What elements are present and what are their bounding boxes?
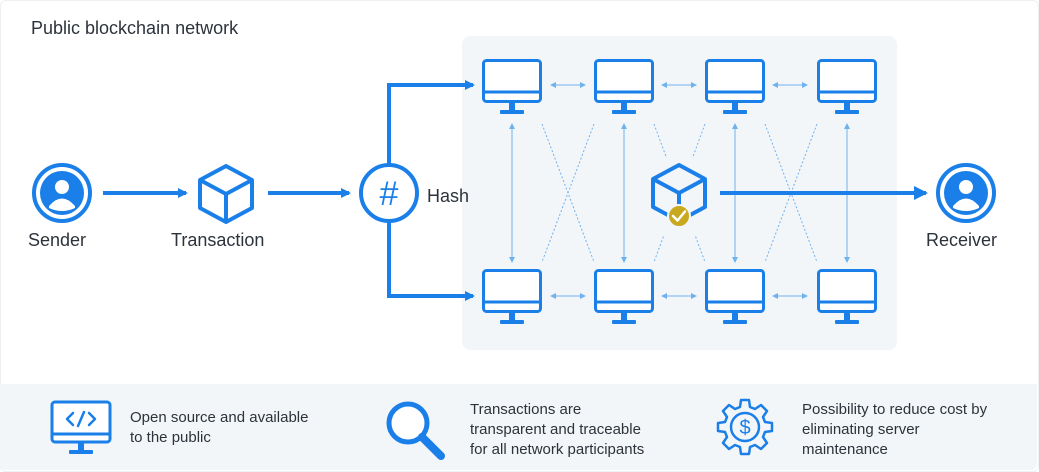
check-badge-icon — [667, 204, 691, 228]
transaction-label: Transaction — [171, 230, 265, 250]
features-footer: Open source and available to the public … — [0, 384, 1037, 470]
node-monitor-icon — [482, 59, 542, 116]
node-monitor-icon — [594, 59, 654, 116]
node-monitor-icon — [817, 269, 877, 326]
feature-text-transparent: Transactions are transparent and traceab… — [470, 401, 645, 458]
code-monitor-icon — [50, 400, 112, 454]
feature-text-open-source: Open source and available to the public — [130, 409, 309, 446]
svg-text:#: # — [380, 175, 399, 213]
node-monitor-icon — [482, 269, 542, 326]
svg-text:$: $ — [739, 417, 750, 439]
receiver-label: Receiver — [926, 230, 998, 250]
node-monitor-icon — [594, 269, 654, 326]
hash-to-top-arrow — [387, 80, 475, 164]
magnifier-icon — [386, 401, 445, 460]
sender-person-icon — [32, 163, 92, 223]
diagram-title: Public blockchain network — [31, 18, 239, 38]
node-monitor-icon — [705, 269, 765, 326]
transaction-cube-icon — [198, 164, 254, 224]
sender-label: Sender — [28, 230, 87, 250]
hash-label: Hash — [427, 186, 470, 206]
peer-links-horizontal — [550, 82, 808, 299]
hash-to-bottom-arrow — [387, 222, 475, 301]
hash-icon: # — [359, 163, 419, 223]
dollar-gear-icon: $ — [716, 398, 774, 456]
node-monitor-icon — [705, 59, 765, 116]
node-monitor-icon — [817, 59, 877, 116]
feature-text-cost: Possibility to reduce cost by eliminatin… — [802, 401, 988, 458]
receiver-person-icon — [936, 163, 996, 223]
network-diagram: # — [32, 59, 996, 326]
